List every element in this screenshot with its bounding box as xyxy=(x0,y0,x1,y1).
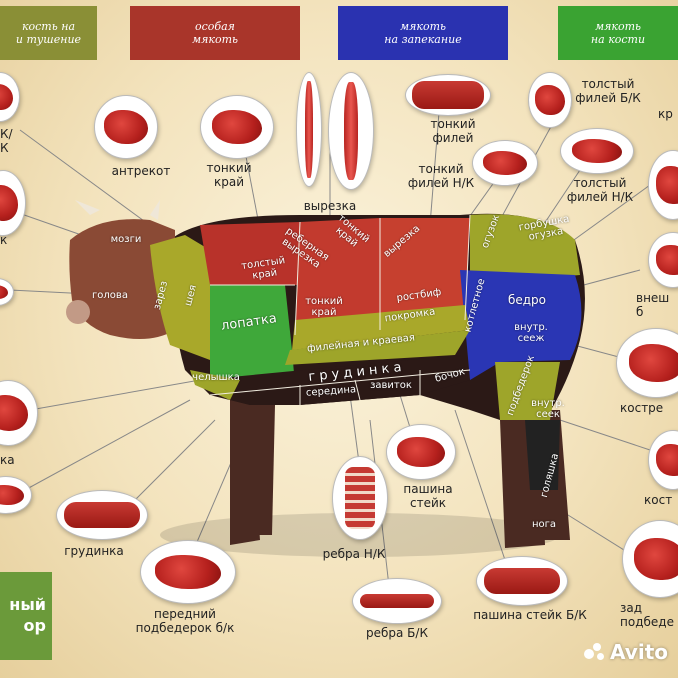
meat-icon xyxy=(0,83,14,111)
thumb-flank-steak-bk xyxy=(476,556,568,606)
zone-neck xyxy=(150,235,210,360)
meat-icon xyxy=(656,444,678,476)
zone-rib-back xyxy=(380,218,470,330)
thumb-flank-steak xyxy=(386,424,456,480)
cut-label-bone: кост xyxy=(644,493,673,507)
zone-hip xyxy=(460,270,582,380)
meat-icon xyxy=(628,344,678,382)
cut-label-front-subbedder: передний подбедерок б/к xyxy=(135,607,235,635)
avito-watermark: Avito xyxy=(584,640,668,664)
zone-rib-front xyxy=(200,222,300,285)
zone-lower-hip xyxy=(495,362,560,420)
meat-icon xyxy=(634,538,678,580)
zone-flank-band xyxy=(292,305,470,350)
zone-label-thigh: бедро xyxy=(507,293,547,307)
meat-icon xyxy=(0,395,29,431)
cut-label-thin-edge: тонкий край xyxy=(206,161,252,189)
meat-icon xyxy=(155,554,221,590)
meat-icon xyxy=(482,150,528,176)
zone-rump xyxy=(470,214,580,280)
cut-label-brisket: грудинка xyxy=(64,544,124,558)
banner-stew: кость на и тушение xyxy=(0,6,97,60)
thumb-kostretz xyxy=(616,328,678,398)
meat-icon xyxy=(211,109,263,145)
banner-roast: мякоть на запекание xyxy=(338,6,508,60)
thumb-ribs-bk xyxy=(352,578,442,624)
cut-label-outer: внеш б xyxy=(636,291,670,319)
thumb-tenderloin-b xyxy=(328,72,374,190)
zone-label-chuck: челышка xyxy=(192,372,240,383)
meat-icon xyxy=(345,467,375,529)
meat-icon xyxy=(571,138,623,164)
meat-icon xyxy=(344,81,358,181)
cut-label-kostretz: костре xyxy=(620,401,664,415)
cut-label-thick-fillet-nk: толстый филей Н/К xyxy=(566,176,634,204)
thumb-hind-subbedder xyxy=(622,520,678,598)
meat-icon xyxy=(63,501,141,529)
cut-label-thin-fillet-nk: тонкий филей Н/К xyxy=(407,162,475,190)
thumb-thick-fillet-nk xyxy=(560,128,634,174)
zone-label-leg: нога xyxy=(531,519,557,530)
zone-hind-shank xyxy=(525,420,560,490)
cut-label-left-partial-1: К/К xyxy=(0,127,13,155)
thumb-ribs-nk xyxy=(332,456,388,540)
thumb-thin-edge xyxy=(200,95,274,159)
thumb-entrecote xyxy=(94,95,158,159)
cut-label-left-partial-3: ка xyxy=(0,453,15,467)
brand-logo: ный ор xyxy=(0,572,52,660)
zone-label-head: голова xyxy=(92,290,128,301)
meat-icon xyxy=(412,81,484,109)
meat-icon xyxy=(483,567,561,595)
thumb-thin-fillet-nk xyxy=(472,140,538,186)
thumb-front-subbedder xyxy=(140,540,236,604)
meat-icon xyxy=(359,594,435,608)
zone-shoulder xyxy=(210,285,295,385)
zone-label-brain: мозги xyxy=(110,234,142,245)
cut-label-flank-steak: пашина стейк xyxy=(403,482,453,510)
meat-icon xyxy=(0,185,19,221)
zone-foreleg xyxy=(190,370,240,400)
thumb-thick-fillet-bk xyxy=(528,72,572,128)
banner-special: особая мякоть xyxy=(130,6,300,60)
cut-label-left-partial-2: к xyxy=(0,233,8,247)
cut-label-flank-steak-bk: пашина стейк Б/К xyxy=(473,608,587,622)
cut-label-thin-fillet: тонкий филей xyxy=(430,117,476,145)
meat-icon xyxy=(397,437,445,467)
zone-label-curl: завиток xyxy=(370,380,412,391)
meat-icon xyxy=(305,81,313,178)
meat-icon xyxy=(535,85,565,115)
avito-dots-icon xyxy=(584,643,606,661)
cut-label-ribs-nk: ребра Н/К xyxy=(322,547,386,561)
thumb-right-2 xyxy=(648,232,678,288)
thumb-left-1 xyxy=(0,72,20,122)
thumb-brisket xyxy=(56,490,148,540)
meat-icon xyxy=(0,485,24,505)
zone-brisket xyxy=(200,355,470,405)
banner-bone: мякоть на кости xyxy=(558,6,678,60)
zone-label-thin-edge: тонкий край xyxy=(305,296,343,318)
meat-icon xyxy=(656,166,678,204)
zone-label-inner-hip: внутр. сееж xyxy=(514,322,548,344)
cut-label-right-partial: кр xyxy=(658,107,673,121)
cut-label-tenderloin: вырезка xyxy=(303,199,357,213)
cut-label-thick-fillet-bk: толстый филей Б/К xyxy=(575,77,641,105)
cut-label-ribs-bk: ребра Б/К xyxy=(366,626,428,640)
meat-icon xyxy=(0,284,9,300)
zone-rib-mid xyxy=(295,218,380,335)
meat-icon xyxy=(656,245,678,275)
thumb-thin-fillet xyxy=(405,74,491,116)
cow-head xyxy=(69,219,175,339)
thumb-tenderloin-a xyxy=(296,72,322,187)
cut-label-entrecote: антрекот xyxy=(111,164,171,178)
zone-belly-band xyxy=(285,330,470,365)
cut-label-hind-subbedder: зад подбеде xyxy=(620,601,674,629)
zone-label-inner-cut: внутр. сеек xyxy=(531,398,565,420)
meat-icon xyxy=(104,109,148,145)
